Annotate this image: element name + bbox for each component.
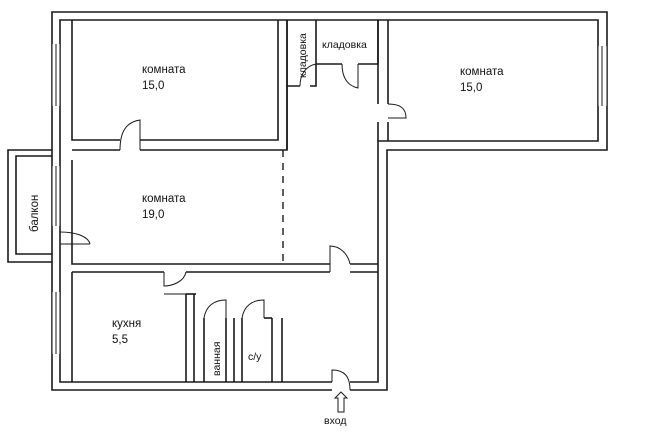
room-top-right-walls	[377, 20, 407, 141]
room-top-left-area: 15,0	[142, 80, 164, 92]
balcony	[7, 149, 91, 263]
toilet-label: с/у	[248, 351, 262, 363]
room-top-right-name: комната	[460, 66, 504, 78]
entrance-label: вход	[324, 415, 346, 427]
windows	[51, 44, 608, 354]
kitchen-area: 5,5	[112, 334, 128, 346]
room-top-left-walls	[71, 20, 288, 151]
room-middle-walls	[71, 86, 378, 273]
room-top-left-name: комната	[142, 64, 186, 76]
room-top-right-area: 15,0	[460, 82, 482, 94]
entrance	[331, 369, 351, 413]
storage-horizontal-label: кладовка	[322, 39, 367, 51]
outer-walls	[51, 11, 608, 391]
bathroom-label: ванная	[211, 342, 223, 376]
room-middle-area: 19,0	[142, 209, 164, 221]
balcony-label: балкон	[29, 195, 41, 232]
room-middle-name: комната	[142, 193, 186, 205]
entrance-arrow-icon	[333, 391, 349, 413]
kitchen-name: кухня	[112, 318, 141, 330]
storage-vertical-label: кладовка	[297, 33, 309, 78]
kitchen-walls	[71, 271, 196, 382]
storage-horizontal	[316, 20, 379, 89]
bathroom-walls	[203, 299, 283, 382]
